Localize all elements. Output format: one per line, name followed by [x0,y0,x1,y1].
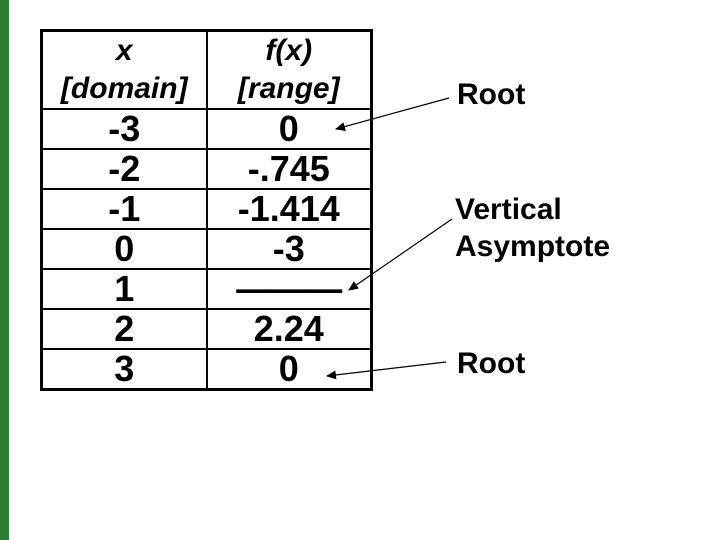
col-header-fx-subtitle: [range] [237,72,340,105]
table-row: 3 0 [40,348,373,391]
table-header-row: x [domain] f(x) [range] [40,29,373,110]
cell-fx: -3 [205,228,373,270]
cell-x: -2 [40,148,208,190]
col-header-x-subtitle: [domain] [60,72,188,105]
table-row: -2 -.745 [40,148,373,190]
table-row: 2 2.24 [40,308,373,350]
cell-fx: -1.414 [205,188,373,230]
cell-x: -3 [40,108,208,150]
cell-x: -1 [40,188,208,230]
left-accent-bar [0,0,9,540]
cell-x: 3 [40,348,208,391]
cell-fx: -.745 [205,148,373,190]
cell-fx: 0 [205,108,373,150]
col-header-fx-title: f(x) [265,34,313,67]
table-row: -1 -1.414 [40,188,373,230]
col-header-fx: f(x) [range] [205,29,373,110]
cell-fx-undefined: ——— [205,268,373,310]
table-row: 1 ——— [40,268,373,310]
table-row: 0 -3 [40,228,373,270]
annotation-root-bottom: Root [457,347,526,380]
col-header-x-title: x [115,34,133,67]
cell-x: 1 [40,268,208,310]
col-header-x: x [domain] [40,29,208,110]
cell-fx: 0 [205,348,373,391]
annotation-vertical-asymptote: Vertical Asymptote [455,193,611,263]
table-row: -3 0 [40,108,373,150]
cell-fx: 2.24 [205,308,373,350]
annotation-root-top: Root [457,78,526,111]
cell-x: 0 [40,228,208,270]
function-values-table: x [domain] f(x) [range] -3 0 -2 -.745 -1… [40,29,373,391]
cell-x: 2 [40,308,208,350]
